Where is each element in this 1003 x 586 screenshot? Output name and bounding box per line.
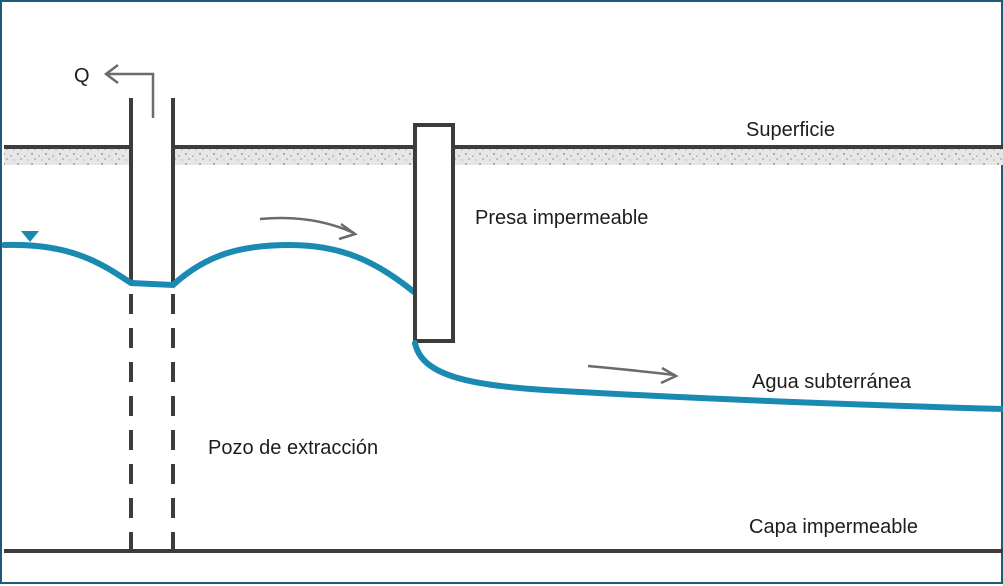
water-table-upstream [2,241,417,295]
down-triangle-icon [21,231,39,242]
dam-label: Presa impermeable [475,207,648,229]
flow-arrow-downstream [587,364,676,377]
q-label: Q [74,65,90,87]
surface-label: Superficie [746,119,835,141]
flow-arrow-upstream [259,216,355,235]
flow-arrowhead-downstream [660,366,679,385]
soil-layer [4,148,1003,165]
groundwater-label: Agua subterránea [752,371,912,393]
well-label: Pozo de extracción [208,437,378,459]
impermeable-dam [413,123,455,343]
groundwater-downstream [412,340,1003,412]
well-gap [133,145,171,167]
pump-pipe [108,72,155,118]
impermeable-layer-label: Capa impermeable [749,516,918,538]
flow-arrowhead-upstream [338,222,358,241]
q-arrowhead [103,64,119,84]
